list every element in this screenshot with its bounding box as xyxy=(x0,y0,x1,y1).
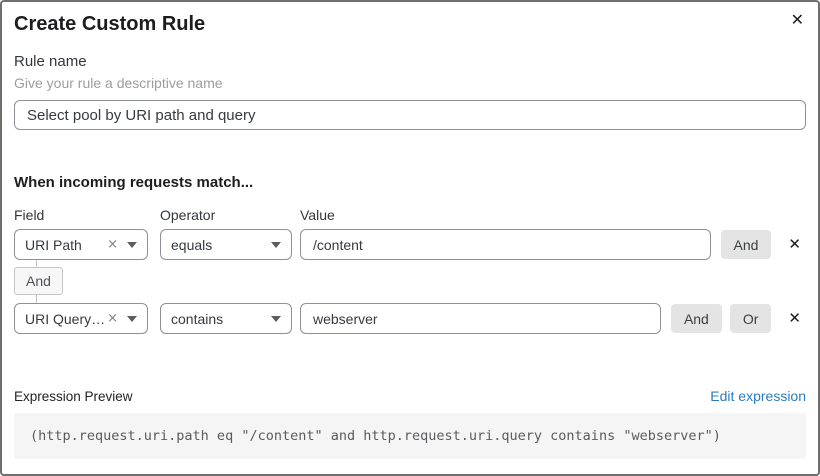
value-input[interactable] xyxy=(300,303,661,334)
operator-select[interactable]: contains xyxy=(160,303,292,334)
field-select-value: URI Query St... xyxy=(25,310,108,327)
clear-icon[interactable]: × xyxy=(107,311,118,326)
and-connector-chip[interactable]: And xyxy=(14,267,63,295)
match-section-heading: When incoming requests match... xyxy=(14,174,254,191)
expression-preview-label: Expression Preview xyxy=(14,389,133,404)
field-column-label: Field xyxy=(14,207,45,223)
clear-icon[interactable]: × xyxy=(107,237,118,252)
remove-condition-icon[interactable]: ✕ xyxy=(788,235,801,253)
condition-column-labels: Field Operator Value xyxy=(14,207,806,223)
condition-row: URI Query St... × contains And Or ✕ xyxy=(14,303,806,334)
remove-condition-icon[interactable]: ✕ xyxy=(788,309,801,327)
and-button[interactable]: And xyxy=(670,304,722,333)
rule-name-label: Rule name xyxy=(14,53,87,70)
condition-row: URI Path × equals And ✕ xyxy=(14,229,806,260)
field-select[interactable]: URI Path × xyxy=(14,229,148,260)
value-input[interactable] xyxy=(300,229,711,260)
and-button[interactable]: And xyxy=(720,230,772,259)
expression-preview-header: Expression Preview Edit expression xyxy=(14,388,806,405)
field-select[interactable]: URI Query St... × xyxy=(14,303,148,334)
field-select-value: URI Path xyxy=(25,236,82,253)
value-column-label: Value xyxy=(300,207,335,223)
expression-preview-code: (http.request.uri.path eq "/content" and… xyxy=(14,413,806,459)
dialog-title: Create Custom Rule xyxy=(14,13,206,35)
close-icon[interactable]: ✕ xyxy=(790,10,804,29)
chevron-down-icon xyxy=(271,315,281,322)
edit-expression-link[interactable]: Edit expression xyxy=(710,388,806,404)
chevron-down-icon xyxy=(127,241,137,248)
condition-connector: And xyxy=(14,260,806,303)
operator-select[interactable]: equals xyxy=(160,229,292,260)
rule-name-helper: Give your rule a descriptive name xyxy=(14,75,223,91)
operator-column-label: Operator xyxy=(160,207,216,223)
rule-name-input[interactable] xyxy=(14,100,806,130)
or-button[interactable]: Or xyxy=(729,304,772,333)
operator-select-value: equals xyxy=(171,236,213,253)
chevron-down-icon xyxy=(127,315,137,322)
operator-select-value: contains xyxy=(171,310,224,327)
chevron-down-icon xyxy=(271,241,281,248)
